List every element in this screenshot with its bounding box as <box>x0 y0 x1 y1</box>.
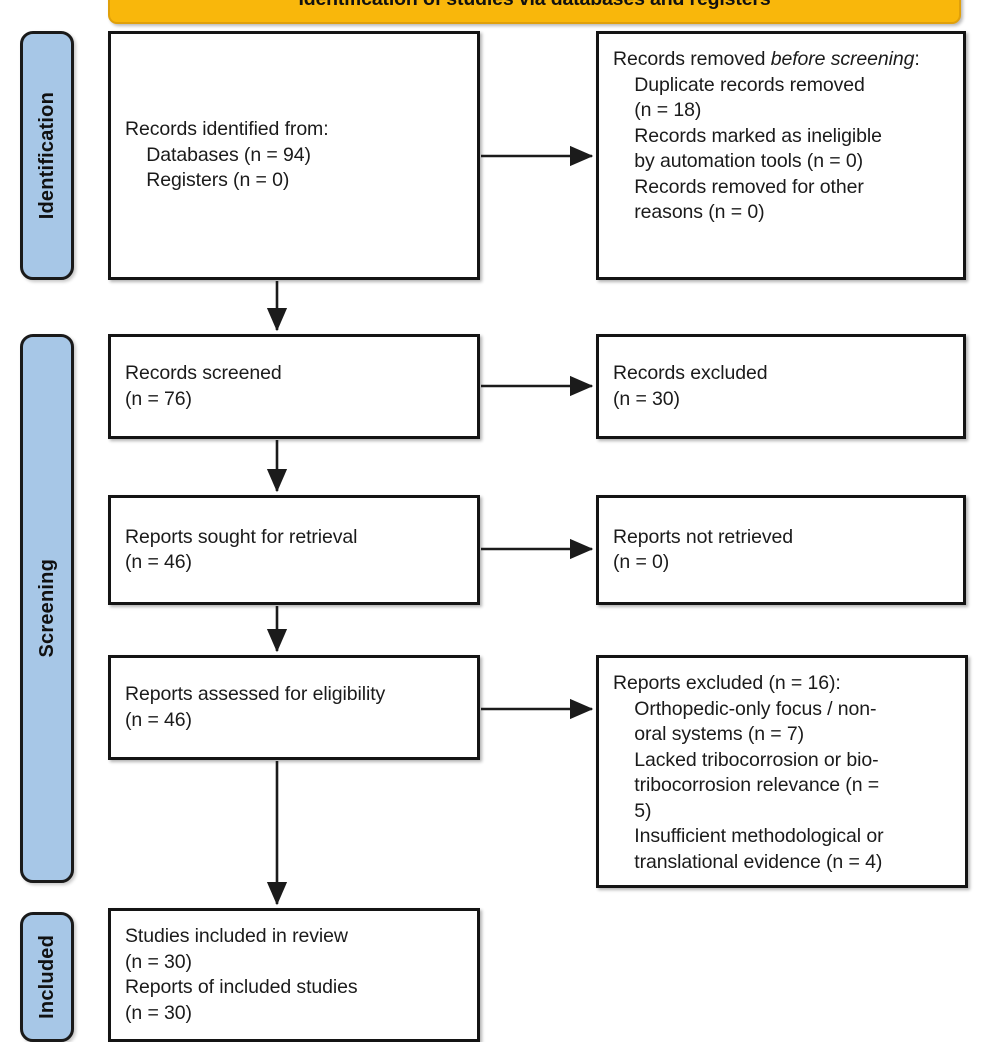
diagram-title: Identification of studies via databases … <box>298 0 770 11</box>
box-reports-assessed-text: Reports assessed for eligibility (n = 46… <box>125 683 386 731</box>
stage-label-identification: Identification <box>20 31 74 280</box>
box-records-removed-text: Records removed before screening: Duplic… <box>599 34 934 226</box>
box-records-screened-text: Records screened (n = 76) <box>125 362 282 410</box>
diagram-header-banner: Identification of studies via databases … <box>108 0 961 24</box>
removed-heading-italic: before screening <box>770 48 915 70</box>
box-records-identified: Records identified from: Databases (n = … <box>108 31 480 280</box>
box-records-excluded: Records excluded (n = 30) <box>596 334 966 439</box>
box-reports-excluded-text: Reports excluded (n = 16): Orthopedic-on… <box>613 672 884 873</box>
box-reports-excluded: Reports excluded (n = 16): Orthopedic-on… <box>596 655 968 888</box>
box-reports-not-retrieved: Reports not retrieved (n = 0) <box>596 495 966 605</box>
box-records-removed-before-screening: Records removed before screening: Duplic… <box>596 31 966 280</box>
box-reports-assessed-for-eligibility: Reports assessed for eligibility (n = 46… <box>108 655 480 760</box>
stage-label-included: Included <box>20 912 74 1042</box>
box-records-excluded-text: Records excluded (n = 30) <box>613 362 768 410</box>
stage-label-screening-text: Screening <box>35 559 58 658</box>
box-reports-sought-text: Reports sought for retrieval (n = 46) <box>125 525 358 574</box>
box-reports-not-retrieved-text: Reports not retrieved (n = 0) <box>613 525 793 574</box>
stage-label-screening: Screening <box>20 334 74 883</box>
box-reports-sought-for-retrieval: Reports sought for retrieval (n = 46) <box>108 495 480 605</box>
removed-heading-plain: Records removed <box>613 48 771 70</box>
box-records-identified-text: Records identified from: Databases (n = … <box>125 118 329 192</box>
box-studies-included: Studies included in review (n = 30) Repo… <box>108 908 480 1042</box>
removed-heading-colon: : <box>914 48 920 70</box>
box-records-screened: Records screened (n = 76) <box>108 334 480 439</box>
stage-label-included-text: Included <box>35 935 58 1019</box>
stage-label-identification-text: Identification <box>35 91 58 220</box>
box-studies-included-text: Studies included in review (n = 30) Repo… <box>125 925 358 1024</box>
removed-body-text: Duplicate records removed (n = 18) Recor… <box>634 73 882 224</box>
